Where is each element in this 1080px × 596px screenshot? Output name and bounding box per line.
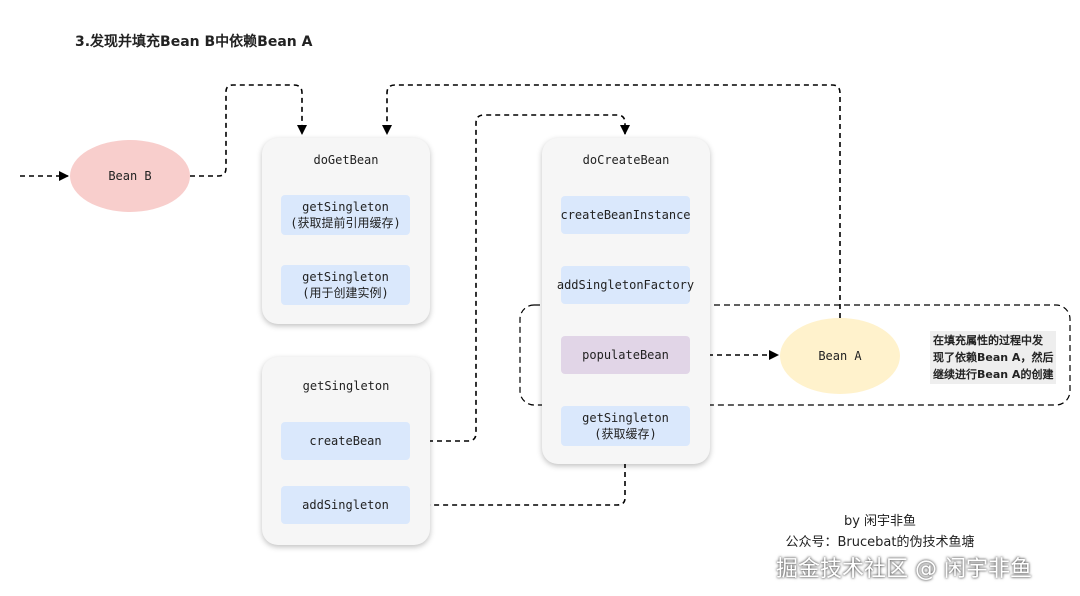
get-singleton-early-ref-line1: getSingleton <box>302 200 389 214</box>
get-singleton-cache-line2: (获取缓存) <box>594 427 657 441</box>
dependency-region <box>519 304 1071 406</box>
get-singleton-cache-box: getSingleton (获取缓存) <box>561 406 690 446</box>
watermark: 掘金技术社区 @ 闲宇非鱼 <box>776 557 1032 582</box>
note-line-2: 现了依赖Bean A，然后 <box>933 351 1054 364</box>
get-singleton-cache-line1: getSingleton <box>582 411 669 425</box>
getsingleton-to-addsingleton-arrow <box>412 445 626 510</box>
bean-a-node: Bean A <box>780 318 900 394</box>
diagram-title: 3.发现并填充Bean B中依赖Bean A <box>75 34 313 50</box>
get-singleton-create-line1: getSingleton <box>302 270 389 284</box>
annotation-note: 在填充属性的过程中发 现了依赖Bean A，然后 继续进行Bean A的创建 <box>930 331 1057 384</box>
populate-bean-box: populateBean <box>561 336 690 374</box>
byline-author: by 闲宇非鱼 <box>843 514 917 529</box>
beana-to-dogetbean-arrow <box>382 84 841 318</box>
note-line-1: 在填充属性的过程中发 <box>933 334 1043 347</box>
get-singleton-panel: getSingleton createBean addSingleton <box>262 357 430 545</box>
note-line-3: 继续进行Bean A的创建 <box>933 368 1054 381</box>
get-singleton-title: getSingleton <box>302 379 390 393</box>
createbean-to-docreatebean-arrow <box>410 114 630 442</box>
get-singleton-early-ref-line2: (获取提前引用缓存) <box>290 216 401 230</box>
bean-b-node: Bean B <box>70 140 190 212</box>
byline-account: 公众号：Brucebat的伪技术鱼塘 <box>785 535 975 550</box>
byline: by 闲宇非鱼 公众号：Brucebat的伪技术鱼塘 <box>760 510 1000 550</box>
create-bean-box: createBean <box>281 422 410 460</box>
get-singleton-create-line2: (用于创建实例) <box>302 286 389 300</box>
add-singleton-box: addSingleton <box>281 486 410 524</box>
do-create-bean-panel: doCreateBean createBeanInstance addSingl… <box>542 138 710 464</box>
add-singleton-factory-box: addSingletonFactory <box>557 266 694 304</box>
do-get-bean-panel: doGetBean getSingleton (获取提前引用缓存) getSin… <box>262 138 430 324</box>
get-singleton-early-ref-box: getSingleton (获取提前引用缓存) <box>281 195 410 235</box>
get-singleton-create-box: getSingleton (用于创建实例) <box>281 265 410 305</box>
do-get-bean-title: doGetBean <box>313 153 379 167</box>
do-create-bean-title: doCreateBean <box>582 153 670 167</box>
create-bean-instance-box: createBeanInstance <box>560 196 691 234</box>
